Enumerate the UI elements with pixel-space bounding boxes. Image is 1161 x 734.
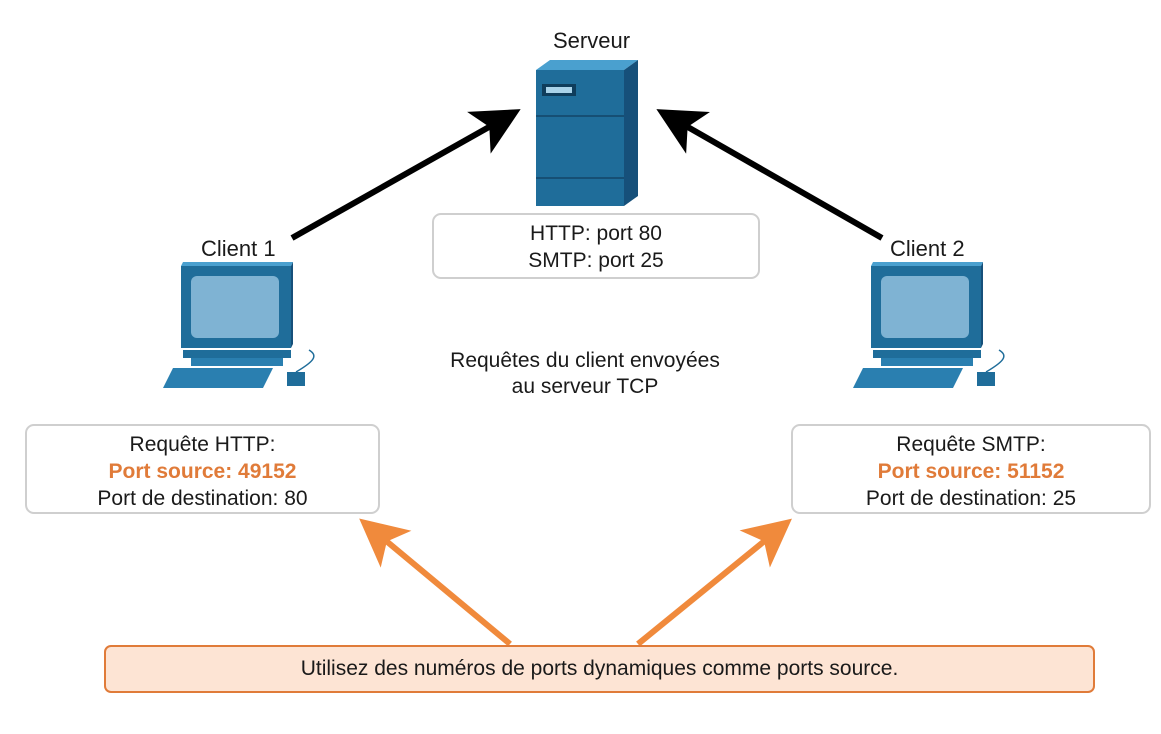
- caption-line-1: Requêtes du client envoyées: [450, 349, 720, 372]
- computer-icon: [163, 262, 315, 388]
- computer-icon: [853, 262, 1005, 388]
- server-label: Serveur: [553, 28, 631, 53]
- server-port-smtp: SMTP: port 25: [528, 249, 664, 272]
- server-ports-box: HTTP: port 80 SMTP: port 25: [432, 213, 760, 279]
- http-request-title: Requête HTTP:: [129, 433, 276, 456]
- http-request-box: Requête HTTP: Port source: 49152 Port de…: [25, 424, 380, 514]
- smtp-request-box: Requête SMTP: Port source: 51152 Port de…: [791, 424, 1151, 514]
- dynamic-ports-note: Utilisez des numéros de ports dynamiques…: [104, 645, 1095, 693]
- smtp-destination-port: Port de destination: 25: [865, 487, 1077, 510]
- arrow-note-to-smtp-request: [636, 518, 792, 647]
- smtp-source-port: Port source: 51152: [877, 460, 1065, 483]
- requests-caption: Requêtes du client envoyées au serveur T…: [430, 348, 740, 400]
- http-destination-port: Port de destination: 80: [97, 487, 308, 510]
- client1-label: Client 1: [201, 236, 276, 261]
- arrow-note-to-http-request: [359, 518, 512, 647]
- arrow-client2-to-server: [656, 109, 884, 241]
- arrow-client1-to-server: [290, 109, 521, 241]
- server-port-http: HTTP: port 80: [530, 222, 662, 245]
- client2-label: Client 2: [890, 236, 965, 261]
- server-icon: [536, 60, 638, 206]
- smtp-request-title: Requête SMTP:: [896, 433, 1046, 456]
- caption-line-2: au serveur TCP: [511, 375, 659, 398]
- http-source-port: Port source: 49152: [108, 460, 297, 483]
